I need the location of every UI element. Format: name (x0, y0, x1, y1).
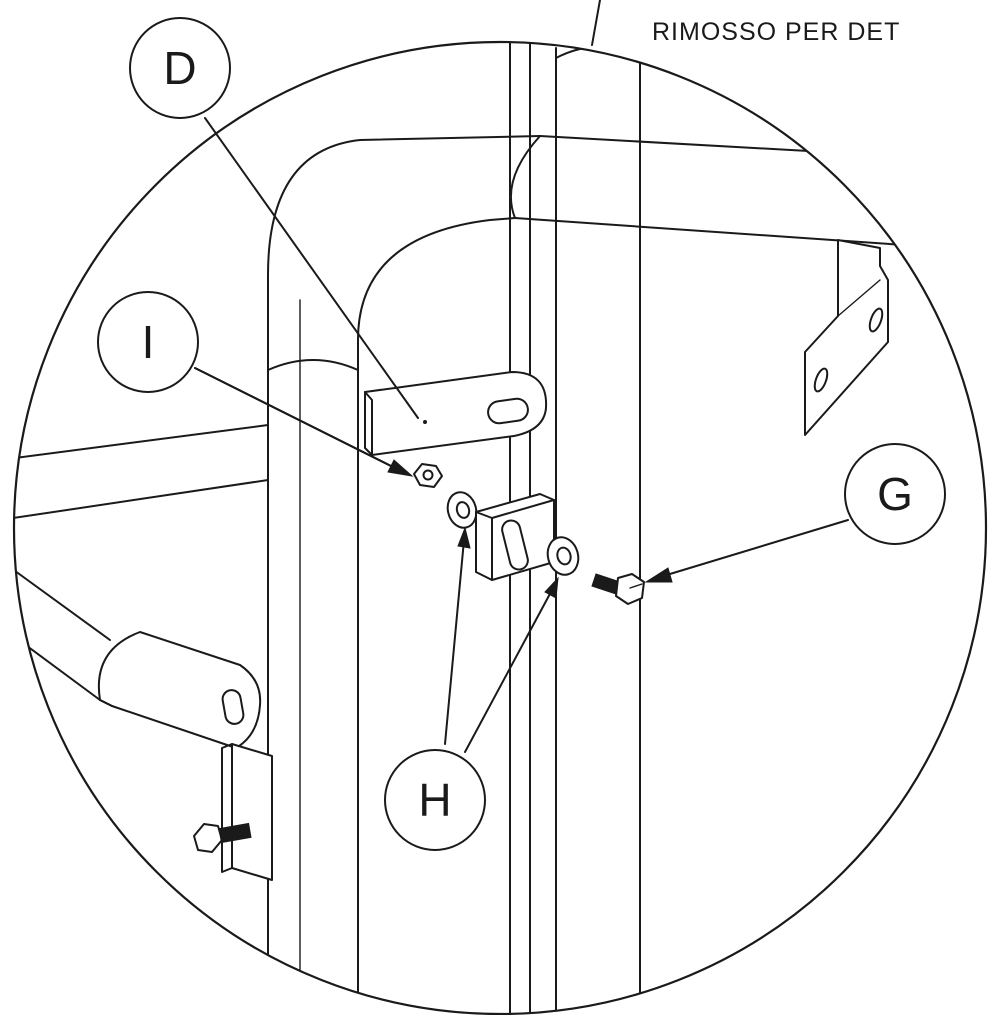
leader-line-i (194, 367, 396, 469)
washer-h-left (446, 491, 478, 529)
washer-h-right (546, 536, 580, 576)
bolt-g (591, 573, 645, 605)
leader-lines (194, 117, 849, 753)
callout-h-label: H (418, 774, 451, 826)
bent-tube (267, 135, 541, 1014)
right-bracket-plate (804, 239, 889, 436)
leader-line-d (204, 117, 419, 419)
leader-line-g (644, 519, 849, 583)
bracket-d (364, 371, 548, 456)
nut-i (413, 463, 443, 488)
callout-d: D (129, 17, 231, 119)
leader-line-h-left (444, 526, 471, 745)
detail-drawing (14, 42, 986, 1014)
caption-leader-line (591, 0, 601, 46)
lower-bracket (193, 743, 273, 881)
callout-g-label: G (877, 468, 913, 520)
callout-i: I (97, 291, 199, 393)
callout-d-label: D (163, 42, 196, 94)
left-frame-bar (14, 424, 269, 521)
callout-h: H (384, 749, 486, 851)
leader-line-h-right (464, 576, 559, 753)
caption-text: RIMOSSO PER DET (652, 18, 900, 46)
callout-i-label: I (142, 316, 155, 368)
callout-g: G (844, 443, 946, 545)
